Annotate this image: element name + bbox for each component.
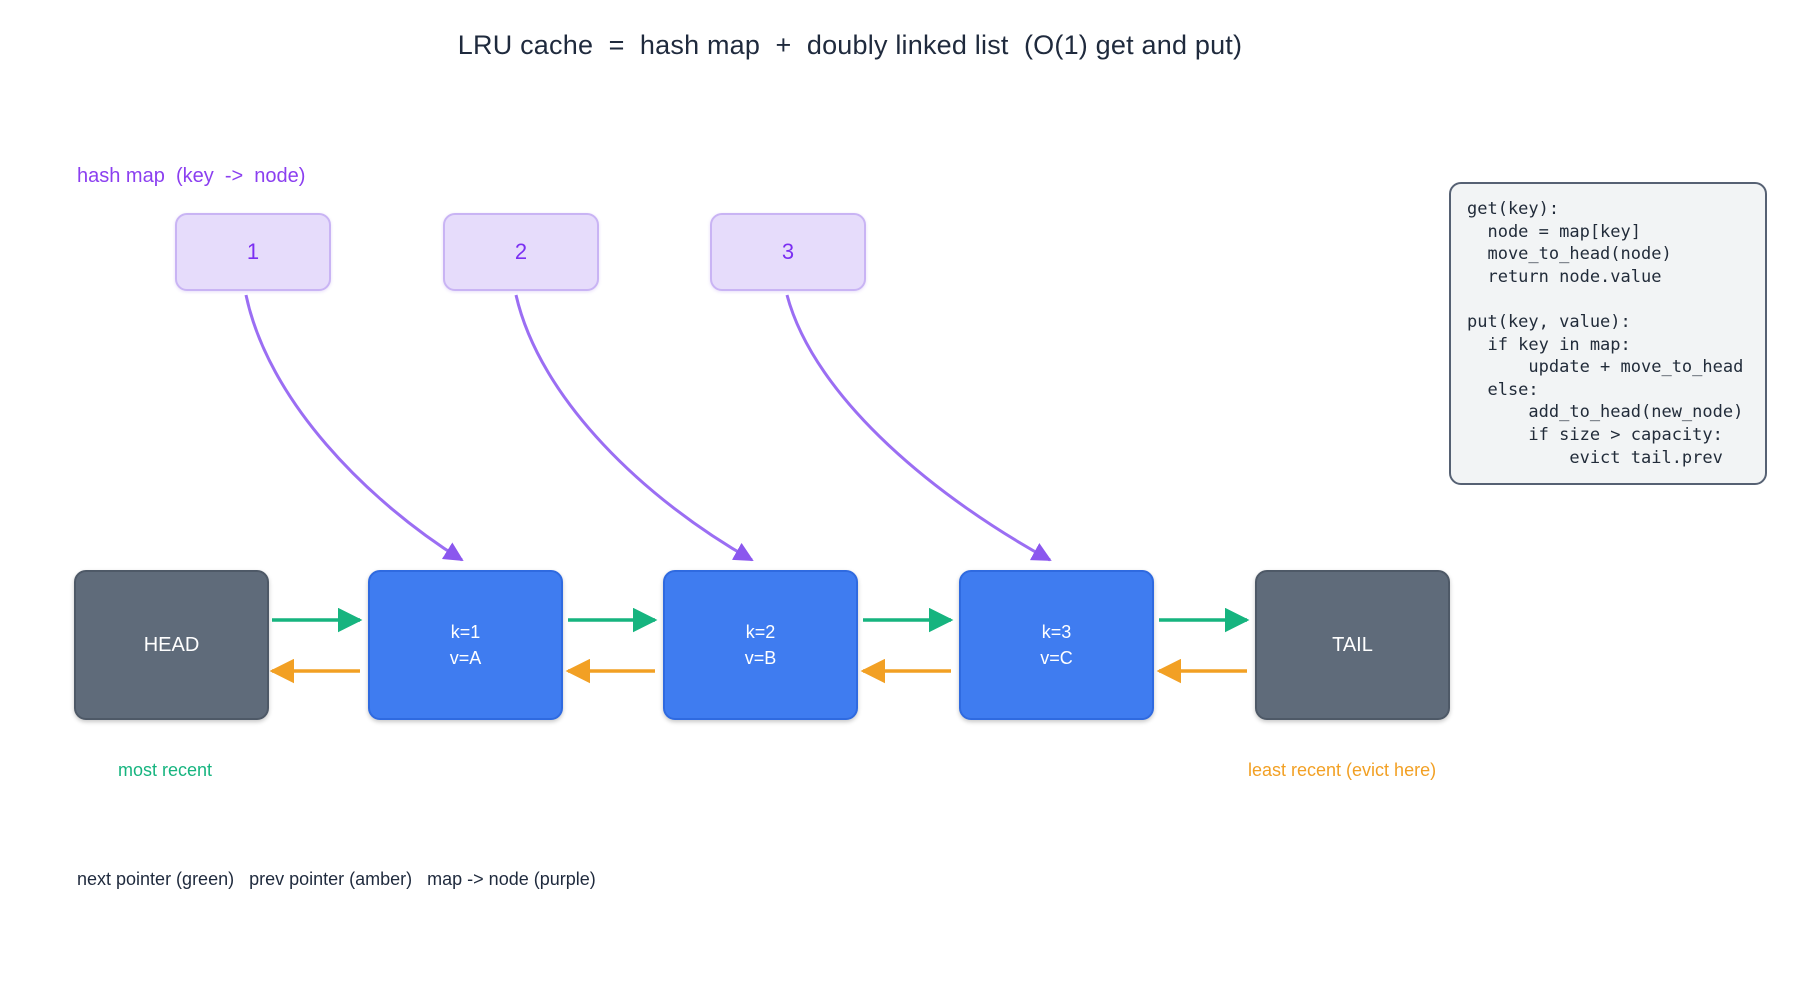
hash-key-box-2[interactable]: 2 xyxy=(443,213,599,291)
hash-key-box-3[interactable]: 3 xyxy=(710,213,866,291)
hash-key-label: 1 xyxy=(246,239,260,264)
most-recent-caption: most recent xyxy=(118,760,213,780)
pseudocode-panel: get(key): node = map[key] move_to_head(n… xyxy=(1449,182,1767,486)
tail-label: TAIL xyxy=(1332,633,1373,656)
page-title: LRU cache = hash map + doubly linked lis… xyxy=(457,30,1243,60)
hash-key-label: 3 xyxy=(781,239,795,264)
node-value: v=B xyxy=(744,648,777,668)
list-node-2[interactable]: k=2 v=B xyxy=(663,570,858,720)
map-to-node-arrows xyxy=(244,294,1052,562)
hash-key-box-1[interactable]: 1 xyxy=(175,213,331,291)
least-recent-caption: least recent (evict here) xyxy=(1248,760,1437,780)
list-head-sentinel[interactable]: HEAD xyxy=(74,570,269,720)
list-tail-sentinel[interactable]: TAIL xyxy=(1255,570,1450,720)
hash-map-label: hash map (key -> node) xyxy=(77,165,306,187)
node-value: v=A xyxy=(449,648,482,668)
head-label: HEAD xyxy=(143,633,200,656)
hash-key-label: 2 xyxy=(514,239,528,264)
list-node-1[interactable]: k=1 v=A xyxy=(368,570,563,720)
node-key: k=1 xyxy=(450,621,481,642)
node-value: v=C xyxy=(1040,648,1073,668)
legend: next pointer (green) prev pointer (amber… xyxy=(77,869,596,889)
node-key: k=2 xyxy=(745,621,776,642)
node-key: k=3 xyxy=(1041,621,1072,642)
list-node-3[interactable]: k=3 v=C xyxy=(959,570,1154,720)
